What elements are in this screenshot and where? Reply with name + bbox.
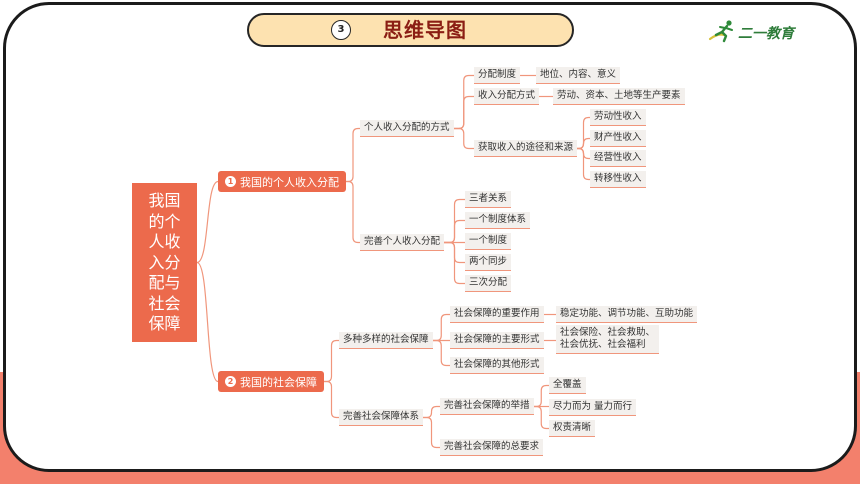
branch-social-security: 2 我国的社会保障 <box>218 371 324 392</box>
mindmap-subtopic: 完善社会保障的总要求 <box>440 439 544 456</box>
mindmap-topic: 完善个人收入分配 <box>360 234 445 251</box>
mindmap-detail: 劳动性收入 <box>590 109 646 126</box>
root-line: 保障 <box>148 314 181 333</box>
mindmap-detail: 经营性收入 <box>590 150 646 167</box>
detail-line: 社会优抚、社会福利 <box>560 339 646 350</box>
runner-icon <box>708 19 736 47</box>
branch-label: 我国的社会保障 <box>240 375 317 389</box>
mindmap-subtopic: 完善社会保障的举措 <box>440 398 534 415</box>
branch-number-badge: 2 <box>225 376 236 387</box>
mindmap-subtopic: 社会保障的重要作用 <box>450 306 544 323</box>
root-line: 人收 <box>148 232 181 251</box>
mindmap-subtopic: 两个同步 <box>465 254 512 271</box>
mindmap-detail: 劳动、资本、土地等生产要素 <box>553 88 685 105</box>
title-banner: 3 思维导图 <box>247 13 574 47</box>
branch-income-distribution: 1 我国的个人收入分配 <box>218 171 346 192</box>
mindmap-subtopic: 三者关系 <box>465 191 512 208</box>
root-line: 我国 <box>148 191 181 210</box>
mindmap-root: 我国 的个 人收 入分 配与 社会 保障 <box>132 183 197 342</box>
brand-logo: 二一教育 <box>708 20 794 46</box>
mindmap-detail: 尽力而为 量力而行 <box>549 399 637 416</box>
mindmap-detail: 社会保险、社会救助、 社会优抚、社会福利 <box>556 325 660 354</box>
mindmap-subtopic: 社会保障的主要形式 <box>450 332 544 349</box>
mindmap-subtopic: 一个制度体系 <box>465 212 531 229</box>
root-line: 入分 <box>148 252 181 272</box>
mindmap-detail: 财产性收入 <box>590 130 646 147</box>
section-number-badge: 3 <box>331 20 351 40</box>
mindmap-detail: 全覆盖 <box>549 377 586 394</box>
detail-line: 社会保险、社会救助、 <box>560 327 656 338</box>
mindmap-subtopic: 收入分配方式 <box>474 88 540 105</box>
branch-label: 我国的个人收入分配 <box>240 175 339 189</box>
logo-wordmark: 二一教育 <box>738 26 794 42</box>
root-line: 配与 <box>148 273 181 292</box>
mindmap-detail: 稳定功能、调节功能、互助功能 <box>556 306 698 323</box>
mindmap-topic: 完善社会保障体系 <box>339 409 424 426</box>
branch-number-badge: 1 <box>225 176 236 187</box>
mindmap-subtopic: 三次分配 <box>465 275 512 292</box>
mindmap-subtopic: 社会保障的其他形式 <box>450 357 544 374</box>
mindmap-subtopic: 获取收入的途径和来源 <box>474 140 578 157</box>
mindmap-topic: 多种多样的社会保障 <box>339 332 433 349</box>
page-title: 思维导图 <box>383 18 467 42</box>
mindmap-detail: 转移性收入 <box>590 171 646 188</box>
mindmap-detail: 地位、内容、意义 <box>536 67 621 84</box>
root-line: 社会 <box>148 293 181 313</box>
mindmap-topic: 个人收入分配的方式 <box>360 120 454 137</box>
mindmap-subtopic: 一个制度 <box>465 233 512 250</box>
mindmap-subtopic: 分配制度 <box>474 67 521 84</box>
mindmap-detail: 权责清晰 <box>549 420 596 437</box>
root-line: 的个 <box>148 211 181 231</box>
